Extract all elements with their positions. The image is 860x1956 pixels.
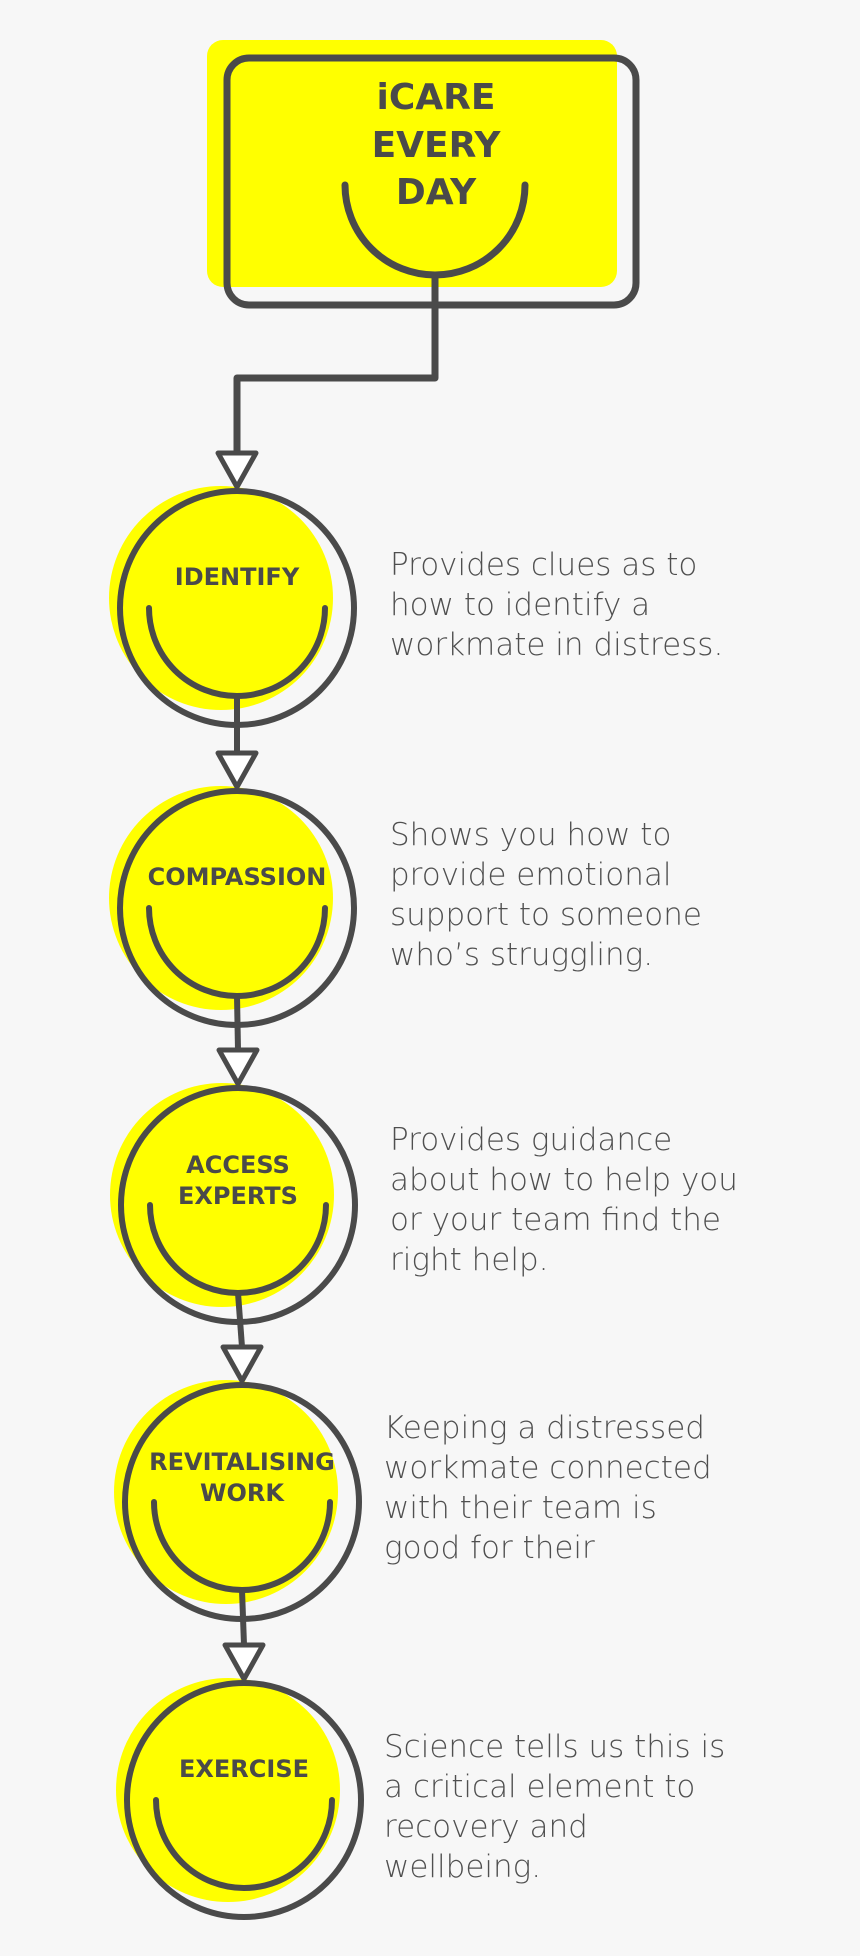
step-description: Shows you how to provide emotional support…	[390, 815, 702, 975]
step-label: REVITALISING WORK	[132, 1447, 352, 1509]
down-arrow-icon	[215, 450, 259, 490]
step-description-line: how to identify a	[390, 587, 651, 623]
down-arrow-icon	[220, 1344, 264, 1384]
down-arrow-icon	[215, 750, 259, 790]
step-label-line: EXERCISE	[179, 1755, 309, 1783]
step-label: IDENTIFY	[127, 562, 347, 593]
step-description: Provides clues as to how to identify a wor…	[390, 545, 723, 665]
step-label-line: COMPASSION	[147, 863, 327, 891]
step-description-line: workmate connected	[384, 1450, 712, 1486]
step-description-line: good for their	[384, 1530, 595, 1566]
step-connector	[239, 1589, 247, 1646]
step-description: Science tells us this is a critical eleme…	[384, 1727, 725, 1887]
title-line: DAY	[395, 172, 477, 213]
step-label-line: IDENTIFY	[174, 563, 300, 591]
step-label-line: ACCESS	[186, 1151, 290, 1179]
header-connector	[233, 278, 439, 455]
step-description-line: wellbeing.	[384, 1849, 542, 1885]
title-line: iCARE	[376, 77, 496, 118]
step-connector	[234, 995, 241, 1051]
step-label: ACCESS EXPERTS	[128, 1150, 348, 1212]
step-description-line: or your team find the	[390, 1202, 721, 1238]
step-description-line: Shows you how to	[390, 817, 672, 853]
step-description-line: provide emotional	[390, 857, 672, 893]
down-arrow-icon	[222, 1642, 266, 1682]
step-description-line: a critical element to	[384, 1769, 696, 1805]
step-description-line: Provides clues as to	[390, 547, 698, 583]
step-smile	[153, 1797, 335, 1891]
step-description-line: workmate in distress.	[390, 627, 724, 663]
step-description-line: with their team is	[384, 1490, 657, 1526]
step-label-line: WORK	[200, 1479, 284, 1507]
step-label: EXERCISE	[134, 1754, 354, 1785]
header-smile	[341, 181, 529, 279]
step-description-line: who’s struggling.	[390, 937, 654, 973]
step-description: Keeping a distressed workmate connected wi…	[384, 1408, 712, 1568]
step-description-line: Science tells us this is	[384, 1729, 726, 1765]
step-description-line: support to someone	[390, 897, 702, 933]
step-description-line: Provides guidance	[390, 1122, 673, 1158]
down-arrow-icon	[216, 1047, 260, 1087]
step-description: Provides guidance about how to help you or…	[390, 1120, 738, 1280]
step-description-line: about how to help you	[390, 1162, 738, 1198]
title-line: EVERY	[371, 125, 501, 166]
step-label-line: REVITALISING	[149, 1448, 335, 1476]
step-description-line: right help.	[390, 1242, 549, 1278]
step-label: COMPASSION	[127, 862, 347, 893]
step-connector	[235, 1292, 245, 1348]
step-label-line: EXPERTS	[178, 1182, 298, 1210]
step-description-line: recovery and	[384, 1809, 588, 1845]
step-ring	[124, 1680, 364, 1920]
step-description-line: Keeping a distressed	[384, 1410, 705, 1446]
